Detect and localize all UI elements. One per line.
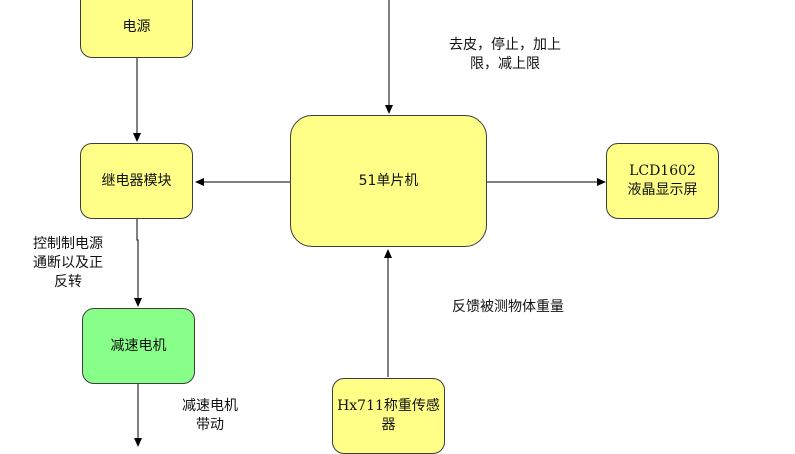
edge-label-motor-out: 减速电机 带动	[182, 398, 238, 433]
node-motor-label: 减速电机	[110, 337, 167, 354]
node-mcu: 51单片机	[290, 115, 487, 247]
node-power: 电源	[80, 0, 193, 58]
node-relay-label: 继电器模块	[101, 172, 172, 189]
node-lcd: LCD1602 液晶显示屏	[606, 143, 719, 219]
edge-relay-to-motor	[134, 219, 142, 307]
node-sensor: Hx711称重传感 器	[332, 378, 445, 454]
node-power-label: 电源	[122, 18, 151, 35]
edge-label-sensor-to-mcu: 反馈被测物体重量	[452, 299, 564, 315]
edge-label-relay-to-motor: 控制制电源 通断以及正 反转	[33, 236, 103, 290]
edge-label-buttons: 去皮，停止，加上 限，减上限	[449, 37, 561, 72]
node-lcd-label: LCD1602 液晶显示屏	[627, 163, 698, 198]
node-sensor-label: Hx711称重传感 器	[337, 398, 440, 433]
node-relay: 继电器模块	[80, 143, 193, 219]
node-mcu-label: 51单片机	[358, 172, 419, 189]
node-motor: 减速电机	[82, 308, 195, 384]
